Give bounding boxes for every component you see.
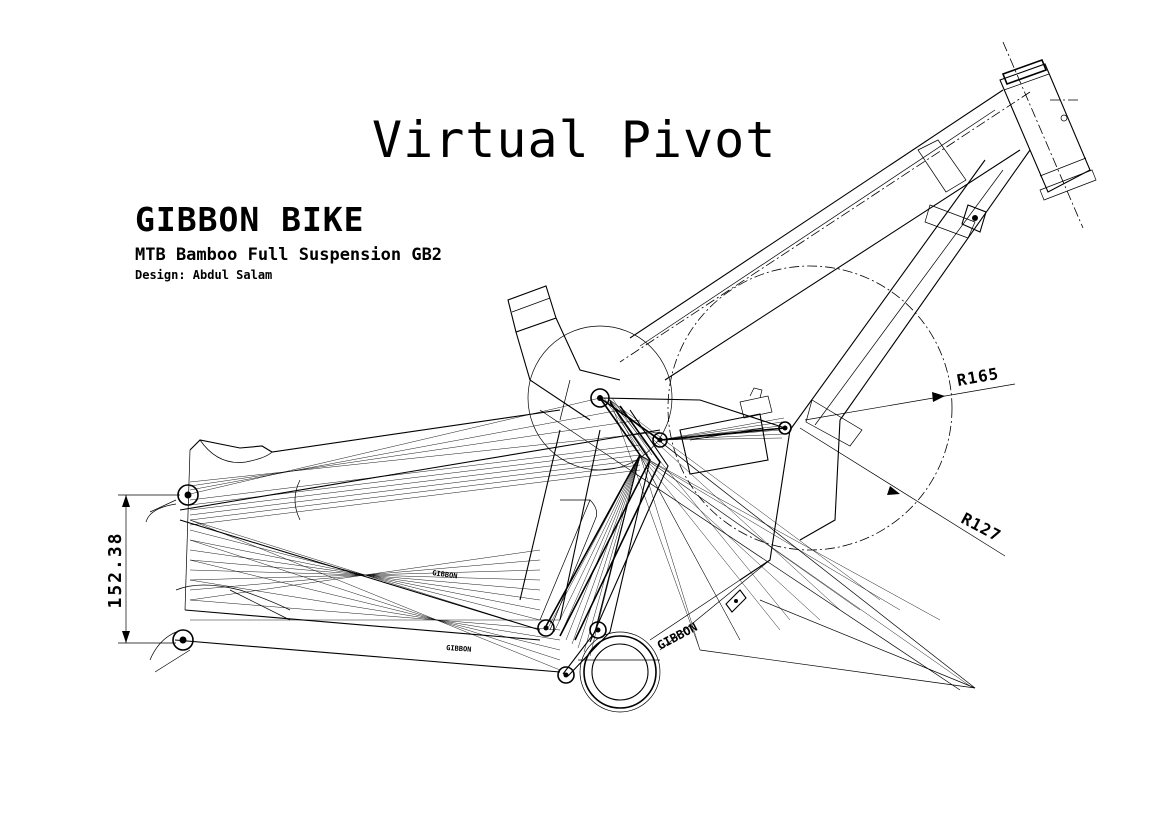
designer-credit: Design: Abdul Salam	[135, 268, 272, 282]
main-pivot-upper	[590, 388, 610, 408]
rear-triangle-hatch	[189, 397, 971, 687]
downtube-logo: GIBBON	[655, 620, 700, 653]
chainstay-pivot	[557, 666, 575, 684]
model-name: MTB Bamboo Full Suspension GB2	[135, 245, 442, 265]
drawing-title: Virtual Pivot	[372, 111, 776, 169]
brand-name: GIBBON BIKE	[135, 200, 365, 239]
rocker-pivot	[652, 432, 668, 448]
stay-mark-upper: GIBBON	[432, 569, 458, 580]
rear-axle-lower	[172, 629, 194, 651]
down-tube	[649, 149, 1031, 651]
stay-mark-lower: GIBBON	[446, 644, 472, 654]
head-tube	[999, 41, 1097, 229]
lower-link-pivot-left	[537, 619, 555, 637]
radius-small-label: R127	[958, 509, 1004, 546]
top-tube	[619, 89, 1031, 381]
lower-link-pivot-right	[589, 621, 607, 639]
radius-large-label: R165	[955, 364, 1000, 390]
bottle-mount	[725, 589, 747, 613]
pivot-construction	[527, 265, 1016, 691]
rear-axle-upper	[177, 484, 199, 506]
bottom-bracket	[578, 631, 661, 713]
rear-shock	[679, 387, 792, 475]
height-dimension: 152.38	[105, 494, 180, 644]
height-dimension-value: 152.38	[105, 531, 126, 608]
